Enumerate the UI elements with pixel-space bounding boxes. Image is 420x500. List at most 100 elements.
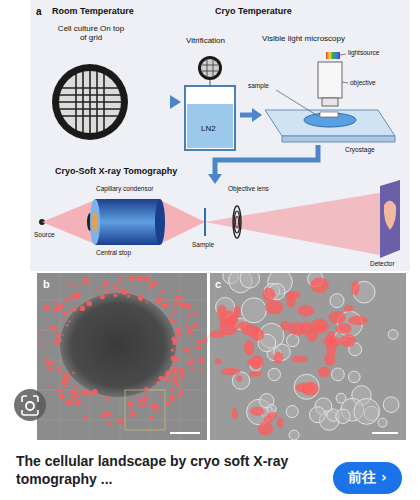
figure-label: b <box>43 278 50 291</box>
fluorescence-dot <box>119 276 121 278</box>
fluorescence-dot <box>178 385 180 387</box>
fluorescence-dot <box>138 398 143 403</box>
fluorescence-dot <box>144 396 148 400</box>
fluorescence-dot <box>103 281 109 287</box>
fluorescence-dot <box>127 416 129 418</box>
fluorescence-dot <box>72 307 76 311</box>
fluorescence-dot <box>99 286 101 288</box>
figure-label: Source <box>34 231 55 238</box>
figure-label: Cryo-Soft X-ray Tomography <box>55 166 177 176</box>
fluorescence-dot <box>66 399 72 405</box>
fluorescence-blob <box>344 305 353 312</box>
fluorescence-dot <box>186 349 191 354</box>
organelle <box>383 397 399 413</box>
fluorescence-dot <box>146 302 148 304</box>
fluorescence-dot <box>126 276 128 278</box>
figure-label: objective <box>350 79 376 86</box>
fluorescence-dot <box>179 390 183 394</box>
organelle <box>310 407 326 423</box>
fluorescence-dot <box>54 307 60 313</box>
organelle <box>354 399 380 425</box>
organelle <box>294 374 319 399</box>
fluorescence-blob <box>258 422 273 436</box>
fluorescence-dot <box>130 411 136 417</box>
fluorescence-blob <box>221 368 241 375</box>
fluorescence-dot <box>69 309 72 312</box>
fluorescence-dot <box>176 382 180 386</box>
fluorescence-dot <box>74 294 79 299</box>
organelle <box>349 371 361 383</box>
fluorescence-dot <box>175 357 179 361</box>
organelle <box>330 294 344 308</box>
fluorescence-dot <box>128 401 133 406</box>
figure-label: Sample <box>192 241 214 248</box>
organelle <box>388 330 398 340</box>
fluorescence-dot <box>47 385 49 387</box>
fluorescence-dot <box>165 401 170 406</box>
fluorescence-dot <box>84 416 88 420</box>
fluorescence-dot <box>105 289 109 293</box>
fluorescence-dot <box>37 341 39 344</box>
fluorescence-blob <box>215 358 221 365</box>
fluorescence-dot <box>65 377 69 381</box>
fluorescence-dot <box>100 294 105 299</box>
fluorescence-dot <box>164 299 167 302</box>
fluorescence-dot <box>113 417 115 419</box>
fluorescence-dot <box>171 349 174 352</box>
fluorescence-blob <box>340 334 356 347</box>
fluorescence-dot <box>172 378 177 383</box>
fluorescence-dot <box>92 389 98 395</box>
organelle <box>286 406 298 418</box>
fluorescence-dot <box>55 333 60 338</box>
figure-label: Room Temperature <box>52 6 134 16</box>
fluorescence-dot <box>72 285 75 288</box>
fluorescence-dot <box>176 332 181 337</box>
fluorescence-dot <box>50 325 55 330</box>
figure-label: Cryostage <box>345 146 375 153</box>
fluorescence-dot <box>122 289 128 295</box>
fluorescence-dot <box>162 303 167 308</box>
fluorescence-blob <box>286 291 300 299</box>
fluorescence-dot <box>149 415 154 420</box>
fluorescence-blob <box>277 418 283 428</box>
fluorescence-blob <box>247 359 261 366</box>
fluorescence-dot <box>74 385 78 389</box>
fluorescence-dot <box>74 400 78 404</box>
fluorescence-dot <box>72 372 74 374</box>
figure-label: Cryo Temperature <box>215 6 292 16</box>
fluorescence-dot <box>186 304 191 309</box>
fluorescence-blob <box>210 330 226 337</box>
fluorescence-dot <box>138 296 143 301</box>
fluorescence-dot <box>56 388 59 391</box>
organelle <box>287 334 299 346</box>
fluorescence-dot <box>170 388 174 392</box>
fluorescence-dot <box>173 306 175 308</box>
fluorescence-blob <box>232 408 238 420</box>
figure-label: Central stop <box>96 249 131 256</box>
fluorescence-dot <box>64 298 69 303</box>
fluorescence-dot <box>57 366 62 371</box>
organelle <box>241 298 266 323</box>
fluorescence-dot <box>62 334 64 336</box>
fluorescence-dot <box>54 339 60 345</box>
fluorescence-dot <box>50 361 54 365</box>
fluorescence-dot <box>85 417 87 419</box>
fluorescence-dot <box>66 324 69 327</box>
fluorescence-dot <box>48 367 52 371</box>
fluorescence-dot <box>101 413 106 418</box>
fluorescence-dot <box>180 302 186 308</box>
fluorescence-dot <box>46 361 50 365</box>
fluorescence-dot <box>72 390 76 394</box>
fluorescence-blob <box>297 305 314 317</box>
fluorescence-dot <box>175 327 180 332</box>
figure-label: a <box>36 6 42 18</box>
fluorescence-dot <box>144 387 148 391</box>
fluorescence-dot <box>167 303 170 306</box>
fluorescence-dot <box>94 390 96 392</box>
figure-label: Vitrification <box>186 36 225 45</box>
fluorescence-blob <box>351 281 359 296</box>
figure-label: Capillary condensor <box>96 185 153 192</box>
fluorescence-blob <box>241 324 259 335</box>
fluorescence-dot <box>96 288 98 290</box>
organelle <box>378 418 387 427</box>
